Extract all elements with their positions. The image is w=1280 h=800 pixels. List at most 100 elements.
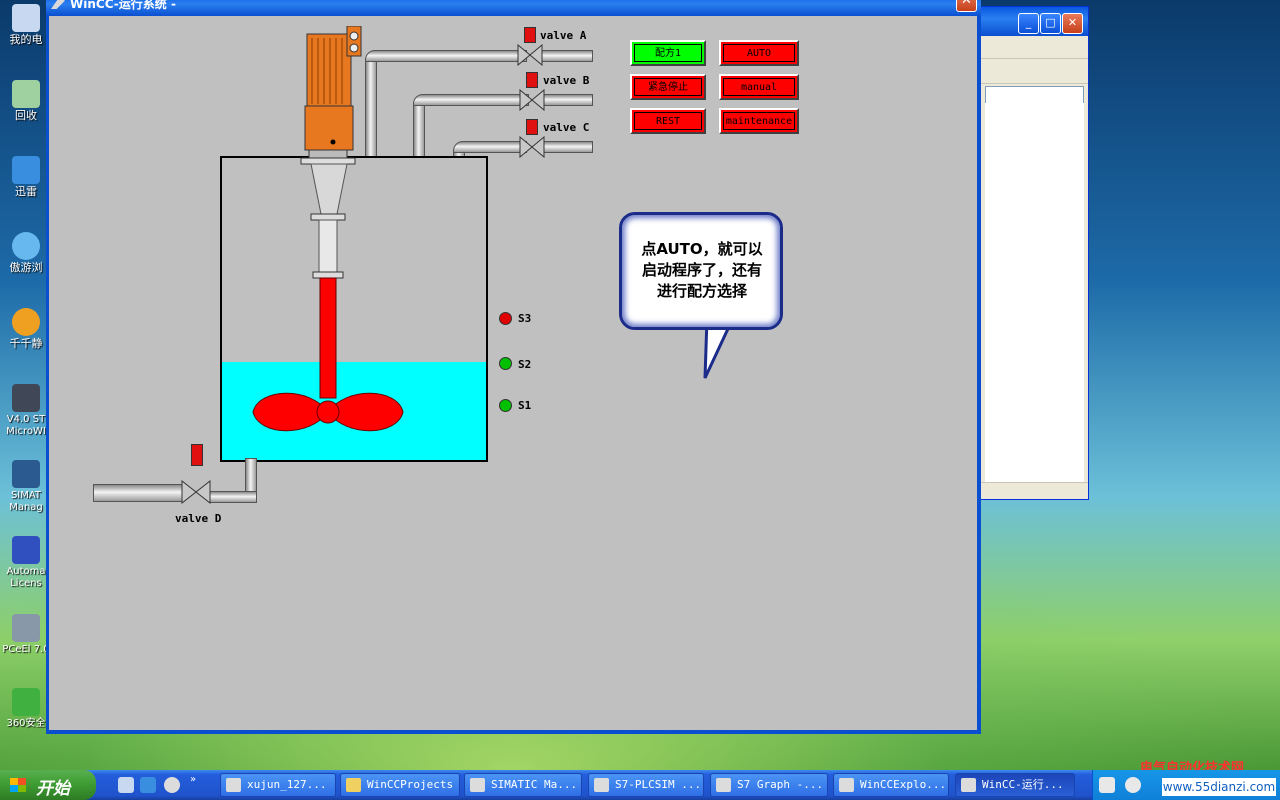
taskbar-item-winccexplorer[interactable]: WinCCExplo... xyxy=(833,773,949,797)
taskbar-item-winccprojects[interactable]: WinCCProjects xyxy=(340,773,460,797)
auto-button[interactable]: AUTO xyxy=(719,40,799,66)
help-callout: 点AUTO，就可以 启动程序了，还有 进行配方选择 xyxy=(619,212,783,330)
taskbar-item-simatic[interactable]: SIMATIC Ma... xyxy=(464,773,582,797)
minimize-button[interactable]: _ xyxy=(1018,13,1039,34)
pipe-c-horizontal xyxy=(453,141,527,153)
plcsim-icon xyxy=(594,778,609,792)
hmi-canvas: valve A valve B valve C xyxy=(49,16,977,730)
sensor-s1-indicator xyxy=(499,399,512,412)
manual-button[interactable]: manual xyxy=(719,74,799,100)
explorer-titlebar[interactable]: _ □ ✕ xyxy=(981,7,1088,36)
maintenance-button[interactable]: maintenance xyxy=(719,108,799,134)
auto-button-label: AUTO xyxy=(723,44,795,62)
wincc-titlebar[interactable]: WinCC-运行系统 - ✕ xyxy=(46,0,981,16)
desktop-icon-maxthon[interactable]: 傲游浏 xyxy=(2,232,50,274)
desktop-icon-microwin[interactable]: V4.0 ST MicroWI xyxy=(2,384,50,438)
reset-button[interactable]: REST xyxy=(630,108,706,134)
pipe-d-horizontal-right xyxy=(209,491,257,503)
maximize-button[interactable]: □ xyxy=(1040,13,1061,34)
valve-a-body[interactable] xyxy=(517,44,543,66)
desktop-icon-label: 傲游浏 xyxy=(9,261,43,274)
quick-launch-ie-icon[interactable] xyxy=(140,777,156,793)
explorer-toolbar xyxy=(981,59,1088,84)
chevron-right-icon[interactable]: » xyxy=(190,774,197,785)
explorer-address-bar[interactable] xyxy=(985,86,1084,104)
valve-b-actuator[interactable] xyxy=(526,72,538,88)
quick-launch-app-icon[interactable] xyxy=(164,777,180,793)
sensor-s1-label: S1 xyxy=(518,399,532,412)
valve-c-body[interactable] xyxy=(519,136,545,158)
desktop-icon-360[interactable]: 360安全 xyxy=(2,688,50,730)
taskbar-item-label: WinCC-运行... xyxy=(982,778,1064,791)
background-explorer-window[interactable]: _ □ ✕ xyxy=(980,6,1089,500)
sensor-s3-label: S3 xyxy=(518,312,532,325)
agitator-motor-assembly xyxy=(252,26,404,432)
wincc-app-icon xyxy=(51,0,65,9)
valve-b-body[interactable] xyxy=(519,89,545,111)
taskbar-item-label: WinCCProjects xyxy=(367,778,454,791)
taskbar-item-label: S7 Graph -... xyxy=(737,778,824,791)
explorer-menubar xyxy=(981,36,1088,59)
recipe-1-button[interactable]: 配方1 xyxy=(630,40,706,66)
keyboard-icon[interactable] xyxy=(1099,777,1115,793)
desktop-icon-label: 迅雷 xyxy=(15,185,37,198)
explorer-content-pane[interactable] xyxy=(985,103,1084,483)
reset-button-label: REST xyxy=(634,112,702,130)
desktop-icon-label: V4.0 ST MicroWI xyxy=(6,414,46,437)
desktop-icon-label: 360安全 xyxy=(6,718,46,729)
close-button[interactable]: ✕ xyxy=(1062,13,1083,34)
simatic-icon xyxy=(470,778,485,792)
desktop-icon-label: 回收 xyxy=(15,109,37,122)
taskbar-item-wincc-runtime[interactable]: WinCC-运行... xyxy=(955,773,1075,797)
manual-button-label: manual xyxy=(723,78,795,96)
valve-c-actuator[interactable] xyxy=(526,119,538,135)
valve-a-actuator[interactable] xyxy=(524,27,536,43)
desktop-icons: 我的电 回收 迅雷 傲游浏 千千静 V4.0 ST MicroWI SIMAT … xyxy=(0,0,50,760)
explorer-statusbar xyxy=(981,482,1088,499)
my-computer-icon xyxy=(12,4,40,32)
emergency-stop-button[interactable]: 紧急停止 xyxy=(630,74,706,100)
emergency-stop-button-label: 紧急停止 xyxy=(634,78,702,96)
watermark-url: www.55dianzi.com xyxy=(1162,778,1276,796)
thunder-icon xyxy=(12,156,40,184)
desktop-icon-license[interactable]: Automa Licens xyxy=(2,536,50,590)
desktop-icon-label: PCeEl 7.0 xyxy=(2,644,50,655)
ttplayer-icon xyxy=(12,308,40,336)
simatic-icon xyxy=(12,460,40,488)
callout-line-3: 进行配方选择 xyxy=(656,282,747,300)
valve-b-label: valve B xyxy=(543,74,590,87)
desktop-icon-label: 千千静 xyxy=(9,337,43,350)
taskbar: 开始 » xujun_127... WinCCProjects SIMATIC … xyxy=(0,770,1280,800)
desktop-icon-thunder[interactable]: 迅雷 xyxy=(2,156,50,198)
show-desktop-icon[interactable] xyxy=(118,777,134,793)
taskbar-item-s7graph[interactable]: S7 Graph -... xyxy=(710,773,828,797)
desktop-icon-recycle-bin[interactable]: 回收 xyxy=(2,80,50,122)
desktop-icon-ttplayer[interactable]: 千千静 xyxy=(2,308,50,350)
start-button[interactable]: 开始 xyxy=(0,770,96,800)
recipe-1-button-label: 配方1 xyxy=(634,44,702,62)
wincc-runtime-window: WinCC-运行系统 - ✕ valve A valve B valve C xyxy=(46,0,981,734)
desktop-icon-simatic[interactable]: SIMAT Manag xyxy=(2,460,50,514)
desktop-icon-pc[interactable]: PCeEl 7.0 xyxy=(2,614,50,656)
app-icon xyxy=(226,778,241,792)
window-title: WinCC-运行系统 - xyxy=(70,0,176,11)
valve-d-body[interactable] xyxy=(181,480,211,504)
valve-d-label: valve D xyxy=(175,512,222,525)
valve-c-label: valve C xyxy=(543,121,590,134)
recycle-bin-icon xyxy=(12,80,40,108)
pipe-b-horizontal xyxy=(413,94,529,106)
folder-icon xyxy=(346,778,361,792)
valve-d-actuator[interactable] xyxy=(191,444,203,466)
shield-icon xyxy=(12,688,40,716)
desktop-icon-label: 我的电 xyxy=(9,33,43,46)
taskbar-item-plcsim[interactable]: S7-PLCSIM ... xyxy=(588,773,704,797)
windows-logo-icon xyxy=(10,778,26,792)
tray-arrow-icon[interactable] xyxy=(1125,777,1141,793)
close-button[interactable]: ✕ xyxy=(956,0,977,12)
pipe-b-inlet xyxy=(541,94,593,106)
taskbar-item-xujun[interactable]: xujun_127... xyxy=(220,773,336,797)
desktop-icon-my-computer[interactable]: 我的电 xyxy=(2,4,50,46)
pipe-a-inlet xyxy=(541,50,593,62)
pc-icon xyxy=(12,614,40,642)
sensor-s3-indicator xyxy=(499,312,512,325)
